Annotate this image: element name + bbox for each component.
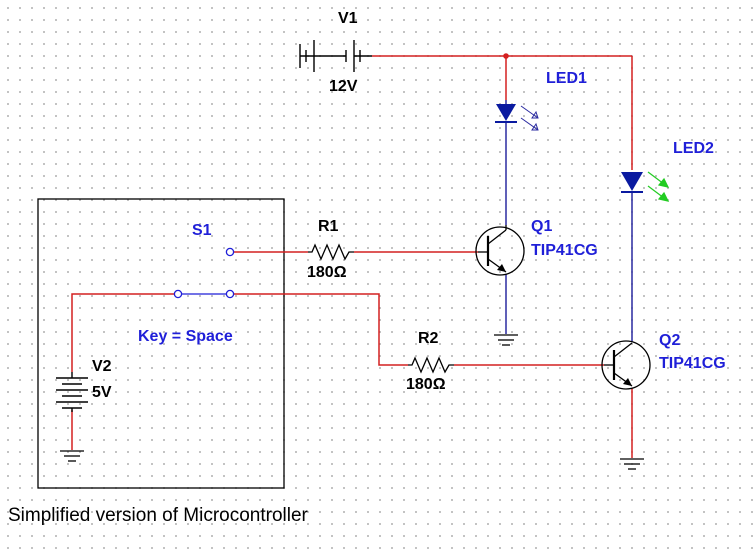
transistor-q1[interactable]: [475, 225, 525, 276]
s1-key-label: Key = Space: [138, 328, 233, 345]
led1-label: LED1: [546, 70, 587, 87]
led2-label: LED2: [673, 140, 714, 157]
led1-emission-arrows: [520, 105, 539, 131]
caption: Simplified version of Microcontroller: [8, 505, 308, 526]
q2-name-label: Q2: [659, 332, 681, 349]
r1-value-label: 180Ω: [307, 264, 347, 281]
r2-name-label: R2: [418, 330, 439, 347]
switch-s1[interactable]: [173, 247, 235, 299]
ground-v2: [60, 450, 84, 462]
q2-part-label: TIP41CG: [659, 355, 726, 372]
wires: [71, 55, 633, 458]
resistor-r1[interactable]: [308, 243, 354, 261]
q1-name-label: Q1: [531, 218, 553, 235]
resistor-r2[interactable]: [408, 356, 454, 374]
microcontroller-box: [37, 198, 285, 489]
ground-q2: [620, 458, 644, 470]
v2-value-label: 5V: [92, 384, 112, 401]
led1-diode[interactable]: [495, 100, 539, 131]
v1-name-label: V1: [338, 10, 358, 27]
s1-contact-left: [173, 289, 183, 299]
ground-q1: [494, 334, 518, 346]
s1-contact-top: [225, 247, 235, 257]
transistor-q2[interactable]: [601, 340, 651, 390]
wire-switch-r2: [234, 293, 408, 366]
led-wires: [505, 122, 633, 342]
v2-name-label: V2: [92, 358, 112, 375]
s1-label: S1: [192, 222, 212, 239]
r1-name-label: R1: [318, 218, 339, 235]
wire-v2-switch: [71, 293, 176, 372]
battery-v1[interactable]: [299, 40, 372, 72]
led2-emission-arrows: [647, 171, 670, 202]
v1-value-label: 12V: [329, 78, 358, 95]
s1-contact-right: [225, 289, 235, 299]
q1-part-label: TIP41CG: [531, 242, 598, 259]
r2-value-label: 180Ω: [406, 376, 446, 393]
led2-diode[interactable]: [621, 171, 670, 202]
junction-dot: [503, 53, 509, 59]
battery-v2[interactable]: [56, 372, 88, 412]
